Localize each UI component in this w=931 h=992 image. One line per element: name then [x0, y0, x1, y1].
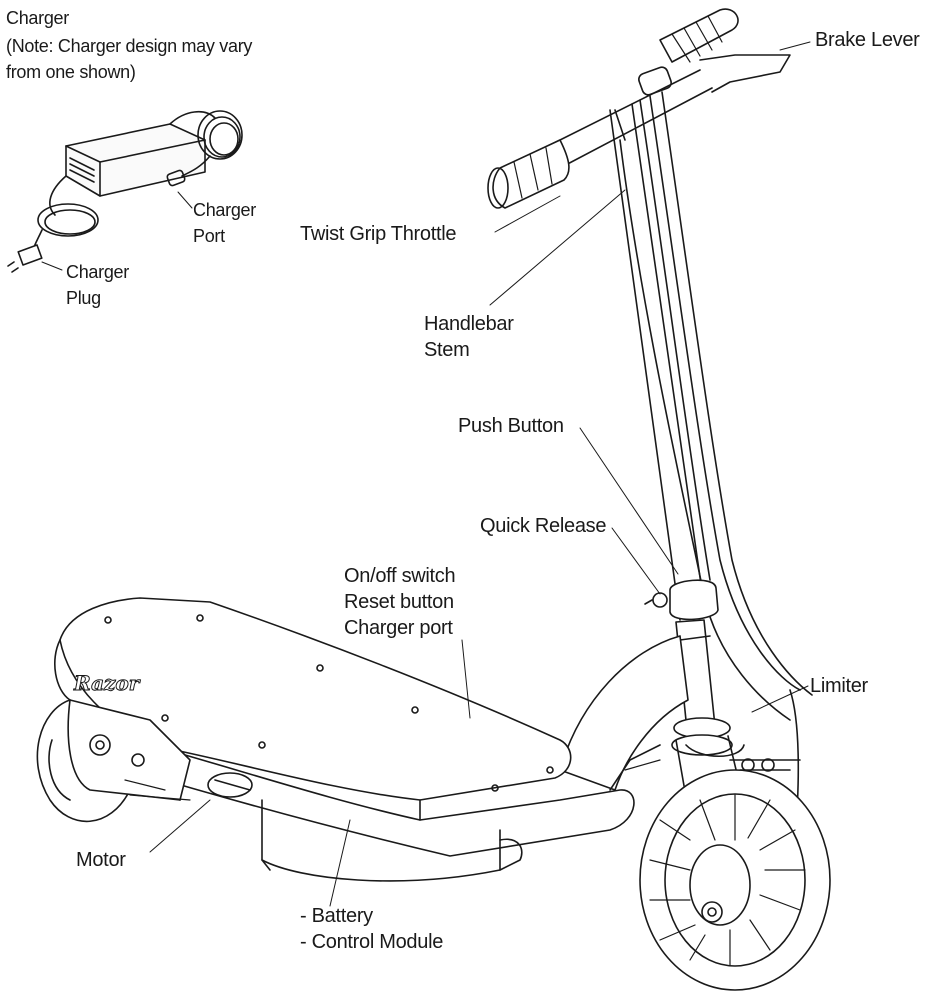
charger-drawing: [7, 110, 243, 273]
front-wheel-drawing: [639, 769, 831, 991]
limiter-label: Limiter: [810, 675, 868, 697]
twist-grip-throttle-label: Twist Grip Throttle: [300, 223, 457, 245]
on-off-switch-label: On/off switch: [344, 565, 456, 587]
razor-logo: Razor: [73, 671, 141, 695]
charger-note-line1: (Note: Charger design may vary: [6, 36, 253, 56]
charger-plug-label-line1: Charger: [66, 262, 129, 282]
charger-port-label-line2: Port: [193, 226, 225, 246]
handlebar-stem-label-line1: Handlebar: [424, 313, 514, 335]
stem-drawing: [609, 91, 813, 841]
body-drawing: [559, 635, 689, 791]
motor-label: Motor: [76, 849, 126, 871]
quick-release-label: Quick Release: [480, 515, 607, 537]
reset-button-label: Reset button: [344, 591, 454, 613]
deck-drawing: [36, 597, 635, 882]
handlebar-drawing: [487, 8, 791, 209]
handlebar-stem-label-line2: Stem: [424, 339, 470, 361]
brake-lever-label: Brake Lever: [815, 29, 920, 51]
charger-port-label-line1: Charger: [193, 200, 256, 220]
control-module-label: - Control Module: [300, 931, 444, 953]
charger-title: Charger: [6, 8, 69, 28]
leader-lines: [149, 41, 811, 907]
battery-label: - Battery: [300, 905, 373, 927]
push-button-label: Push Button: [458, 415, 564, 437]
charger-port-deck-label: Charger port: [344, 617, 453, 639]
charger-plug-label-line2: Plug: [66, 288, 101, 308]
charger-note-line2: from one shown): [6, 62, 136, 82]
